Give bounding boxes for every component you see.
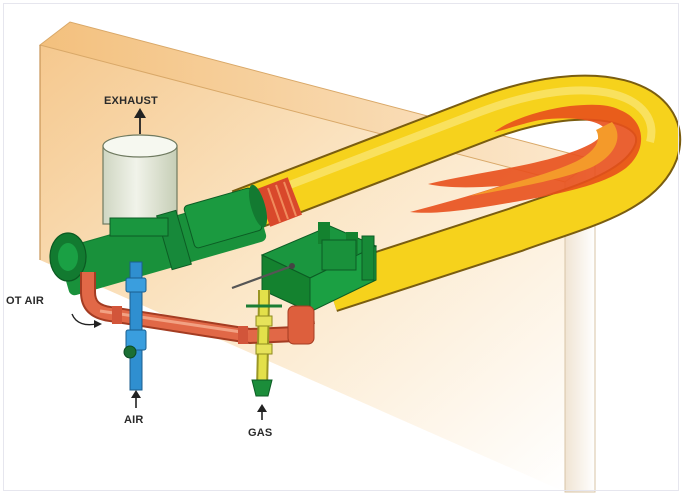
flame [410, 104, 642, 213]
exhaust-arrow [134, 108, 146, 118]
exhaust-stack-top [102, 134, 178, 158]
hot-air-label: OT AIR [6, 295, 44, 307]
hot-air-arrow [71, 313, 97, 326]
hot-air-pipe [71, 272, 315, 345]
gas-burner-head [231, 222, 378, 313]
gas-arrow [257, 404, 267, 412]
air-arrow [131, 390, 141, 398]
gas-label: GAS [248, 427, 272, 439]
tube-insulation-band [255, 177, 303, 227]
exhaust-label: EXHAUST [104, 95, 158, 107]
air-valve-icon [123, 345, 137, 359]
air-label: AIR [124, 414, 144, 426]
combustion-air-pipe [123, 261, 147, 408]
igniter-rod [231, 264, 293, 290]
recuperator-body [49, 184, 268, 296]
exhaust-stack [102, 108, 178, 225]
gas-supply-pipe [246, 290, 282, 420]
radiant-u-tube [231, 74, 682, 312]
gas-valve-icon [251, 379, 273, 397]
